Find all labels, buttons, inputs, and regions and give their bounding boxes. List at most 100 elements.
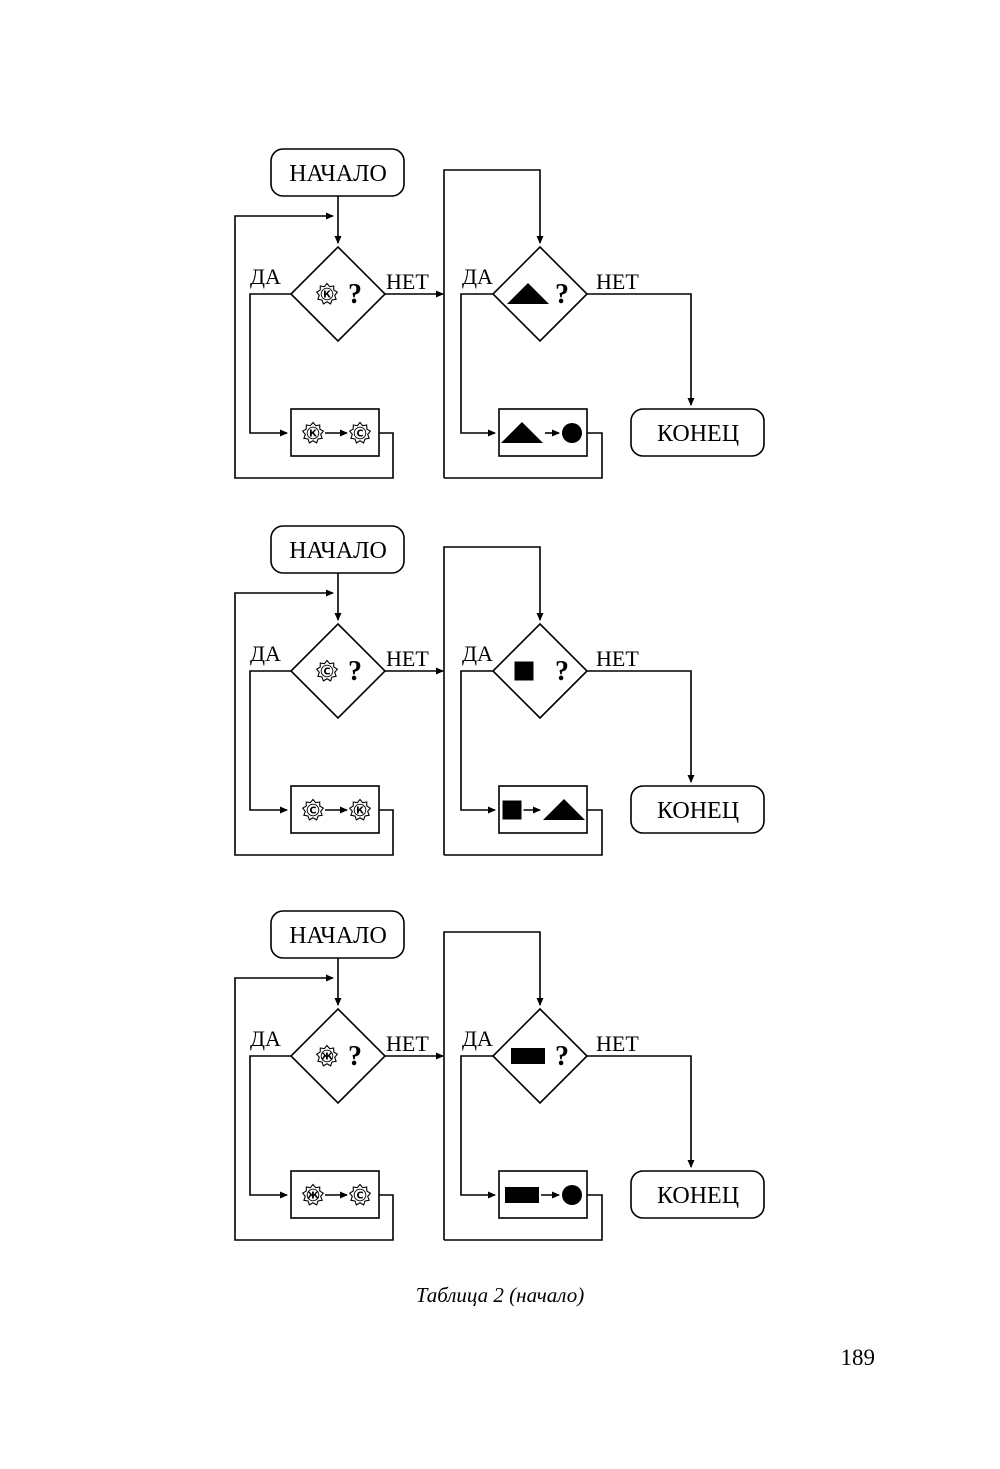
start-label: НАЧАЛО (289, 538, 387, 564)
action-right-from-symbol (501, 422, 543, 443)
action-right-to-symbol-fill (543, 799, 585, 820)
decision-right-symbol (514, 661, 534, 681)
action-right-from-symbol (505, 1187, 539, 1203)
decision-right-yes-label: ДА (462, 1026, 493, 1051)
loop-right-arrow (443, 546, 544, 855)
decision-right-symbol (511, 1048, 545, 1064)
decision-right-symbol (507, 283, 549, 304)
action-left-to-symbol: К (348, 798, 372, 821)
decision-right-question: ? (555, 279, 569, 310)
action-left-to-symbol: С (348, 1183, 372, 1206)
action-left-from-symbol-letter: К (309, 429, 317, 440)
decision-left-yes-label: ДА (250, 641, 281, 666)
loop-left-arrow (234, 589, 394, 856)
decision-right-question: ? (555, 656, 569, 687)
decision-right-no-arrow (587, 293, 695, 406)
decision-right-yes-label: ДА (462, 641, 493, 666)
loop-right-arrow (443, 169, 544, 478)
decision-right-question: ? (555, 1041, 569, 1072)
decision-left-symbol-ring (320, 1049, 334, 1063)
start-label: НАЧАЛО (289, 161, 387, 187)
decision-left-symbol-ring (320, 287, 334, 301)
flowchart-2: НАЧАЛО С? ДА НЕТ С К? ДА НЕТ КОНЕЦ (234, 525, 765, 856)
decision-right-no-label: НЕТ (596, 646, 639, 671)
action-left-to-symbol-letter: К (356, 806, 364, 817)
action-left-to-symbol: С (348, 421, 372, 444)
decision-left (289, 622, 387, 720)
decision-right-yes-arrow (460, 1055, 496, 1199)
decision-right (491, 245, 589, 343)
decision-right-yes-arrow (460, 670, 496, 814)
action-right-to-symbol (562, 423, 582, 443)
action-left-to-symbol-ring (353, 803, 367, 817)
decision-right-symbol-fill (514, 661, 534, 681)
decision-right-yes-label: ДА (462, 264, 493, 289)
action-left-from-symbol-ring (306, 803, 320, 817)
action-left-from-symbol-ring (306, 1188, 320, 1202)
end-terminal (630, 408, 765, 457)
decision-right (491, 622, 589, 720)
action-left-from-symbol: С (301, 798, 325, 821)
loop-left-arrow (234, 974, 394, 1241)
decision-left-symbol: С (315, 659, 339, 682)
action-right-from-symbol (502, 800, 522, 820)
decision-right-symbol-fill (507, 283, 549, 304)
action-right-return-line (444, 809, 603, 856)
action-left-from-symbol: К (301, 421, 325, 444)
action-left-from-symbol-letter: Ж (307, 1191, 319, 1202)
decision-right-no-arrow (587, 1055, 695, 1168)
page-number: 189 (840, 1345, 876, 1370)
action-left-from-symbol-ring (306, 426, 320, 440)
end-label: КОНЕЦ (657, 421, 739, 447)
decision-left-question: ? (348, 279, 362, 310)
action-right-to-symbol-fill (562, 1185, 582, 1205)
action-left-to-symbol-ring (353, 1188, 367, 1202)
loop-right-arrow (443, 931, 544, 1240)
end-label: КОНЕЦ (657, 1183, 739, 1209)
action-left-from-symbol: Ж (301, 1183, 325, 1206)
action-right-to-symbol-fill (562, 423, 582, 443)
decision-right-no-label: НЕТ (596, 269, 639, 294)
decision-left-symbol: Ж (315, 1044, 339, 1067)
end-label: КОНЕЦ (657, 798, 739, 824)
decision-left-no-label: НЕТ (386, 269, 429, 294)
decision-left-symbol-letter: С (324, 667, 331, 678)
decision-left-question: ? (348, 656, 362, 687)
action-right-from-symbol-fill (501, 422, 543, 443)
decision-right-yes-arrow (460, 293, 496, 437)
decision-left (289, 1007, 387, 1105)
table-caption: Таблица 2 (начало) (415, 1283, 585, 1307)
decision-left-yes-arrow (249, 670, 291, 814)
loop-left-arrow (234, 212, 394, 479)
action-left-to-symbol-letter: С (357, 1191, 364, 1202)
decision-left-yes-arrow (249, 293, 291, 437)
action-right-to-symbol (543, 799, 585, 820)
decision-right-symbol-fill (511, 1048, 545, 1064)
decision-left-no-label: НЕТ (386, 1031, 429, 1056)
decision-left-yes-label: ДА (250, 264, 281, 289)
decision-left-symbol-letter: К (323, 290, 331, 301)
flowchart-1: НАЧАЛО К? ДА НЕТ К С? ДА НЕТ КОНЕЦ (234, 148, 765, 479)
decision-left-no-label: НЕТ (386, 646, 429, 671)
decision-left-symbol-ring (320, 664, 334, 678)
action-left-from-symbol-letter: С (310, 806, 317, 817)
end-terminal (630, 1170, 765, 1219)
action-left-to-symbol-ring (353, 426, 367, 440)
end-terminal (630, 785, 765, 834)
action-right-from-symbol-fill (502, 800, 522, 820)
start-label: НАЧАЛО (289, 923, 387, 949)
decision-left (289, 245, 387, 343)
action-right-to-symbol (562, 1185, 582, 1205)
action-right-return-line (444, 432, 603, 479)
decision-left-yes-arrow (249, 1055, 291, 1199)
action-right-return-line (444, 1194, 603, 1241)
decision-left-symbol: К (315, 282, 339, 305)
decision-left-question: ? (348, 1041, 362, 1072)
decision-left-yes-label: ДА (250, 1026, 281, 1051)
decision-right-no-arrow (587, 670, 695, 783)
action-right-from-symbol-fill (505, 1187, 539, 1203)
decision-left-symbol-letter: Ж (321, 1052, 333, 1063)
